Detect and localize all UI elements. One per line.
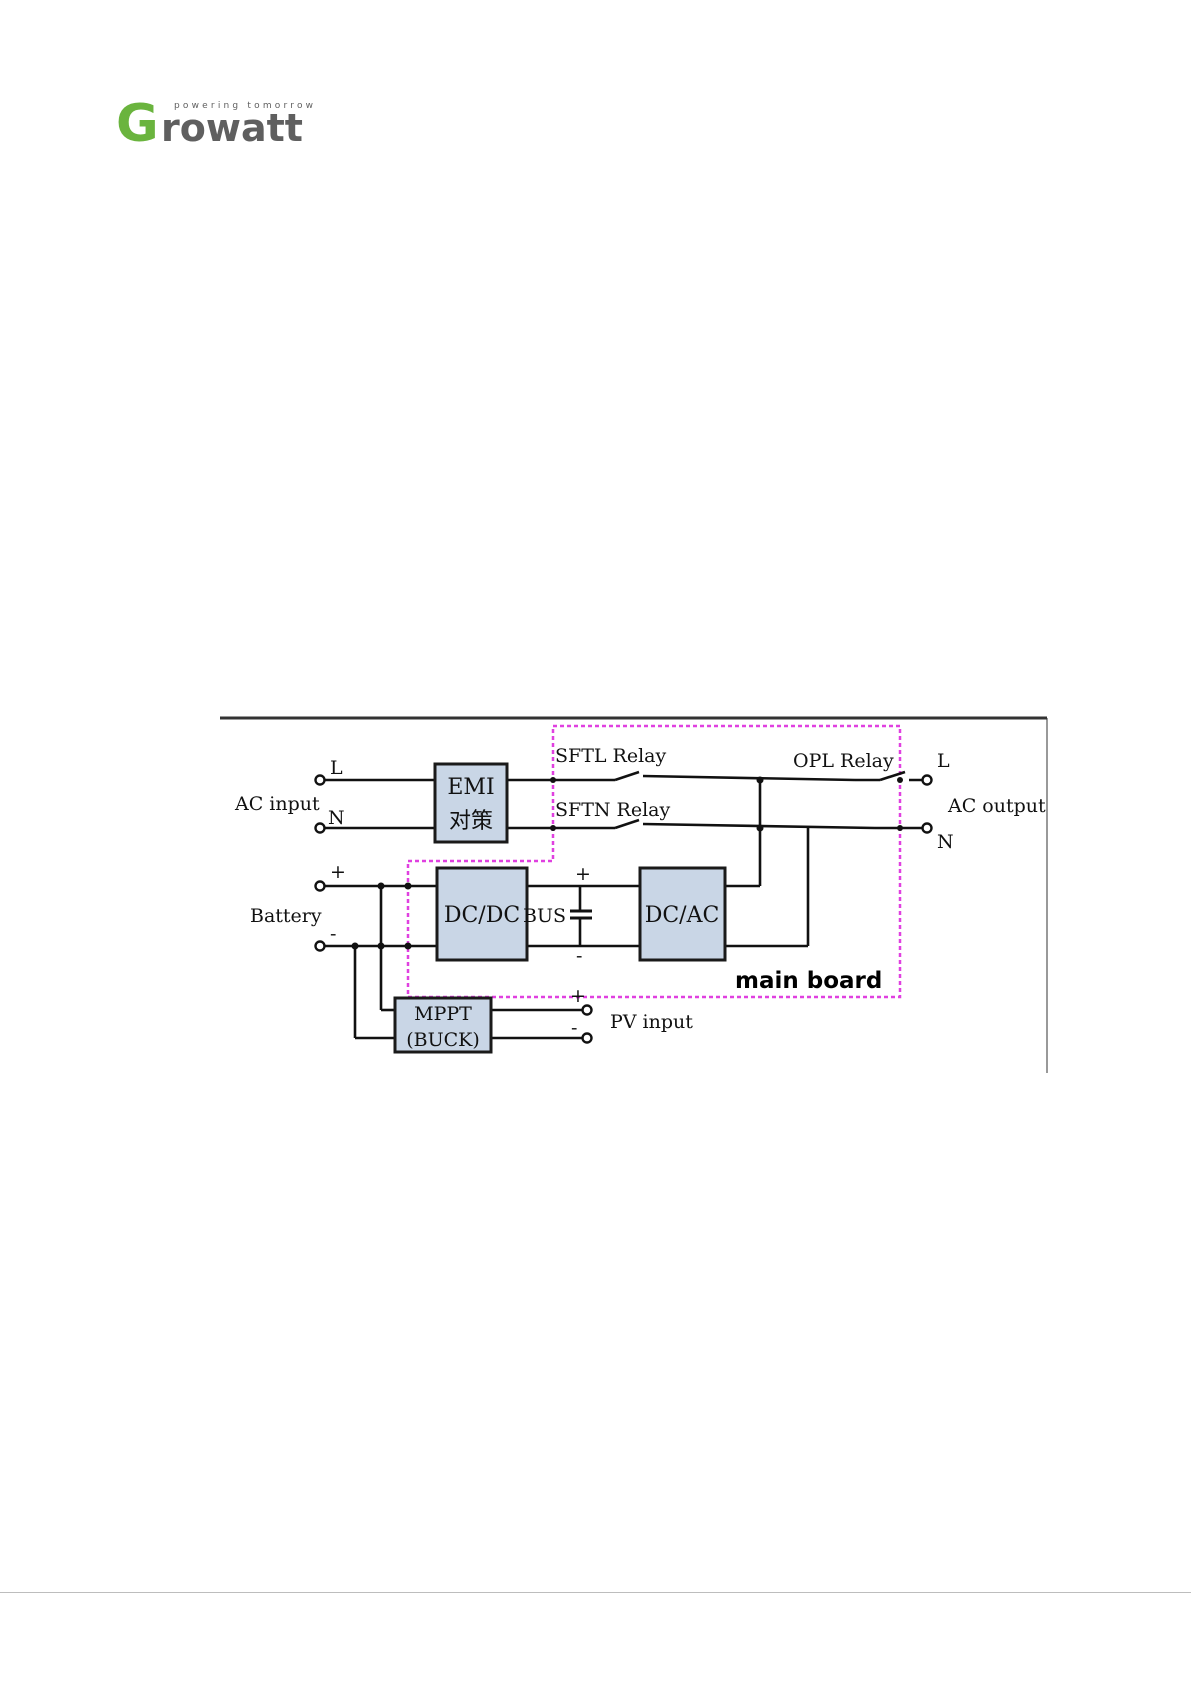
ac-output-l-label: L — [937, 750, 950, 772]
ac-input-n-terminal — [316, 824, 325, 833]
sftl-relay-label: SFTL Relay — [555, 745, 666, 767]
pv-plus-label: + — [570, 985, 586, 1007]
logo-wordmark: G — [116, 94, 159, 148]
pv-minus-label: - — [571, 1017, 577, 1039]
dcdc-label: DC/DC — [444, 903, 520, 928]
ac-input-l-terminal — [316, 776, 325, 785]
dcac-label: DC/AC — [645, 903, 720, 928]
pv-input-label: PV input — [610, 1011, 693, 1033]
bus-minus-label: - — [576, 945, 582, 967]
ac-input-l-label: L — [330, 757, 343, 779]
battery-plus-terminal — [316, 882, 325, 891]
battery-minus-label: - — [330, 923, 336, 945]
ac-input-n-label: N — [328, 807, 345, 829]
pv-minus-terminal — [583, 1034, 592, 1043]
bus-plus-label: + — [575, 863, 591, 885]
logo-wordmark-rest: rowatt — [161, 106, 303, 148]
growatt-logo: powering tomorrow G rowatt — [116, 88, 326, 148]
battery-minus-terminal — [316, 942, 325, 951]
battery-plus-label: + — [330, 861, 346, 883]
main-board-label: main board — [735, 968, 882, 994]
opl-relay-label: OPL Relay — [793, 750, 894, 772]
emi-label: EMI — [447, 775, 494, 800]
sftn-relay-label: SFTN Relay — [555, 799, 670, 821]
bus-label: BUS — [523, 905, 566, 927]
ac-output-label: AC output — [947, 795, 1046, 817]
block-diagram: AC input L N EMI 对策 SFTL Relay SFTN Rela… — [215, 708, 1050, 1073]
ac-input-label: AC input — [234, 793, 320, 815]
ac-output-n-label: N — [937, 831, 954, 853]
battery-label: Battery — [250, 905, 322, 927]
ac-output-n-terminal — [923, 824, 932, 833]
ac-output-l-terminal — [923, 776, 932, 785]
mppt-label-2: (BUCK) — [406, 1029, 480, 1051]
emi-label-2: 对策 — [449, 809, 493, 834]
mppt-label: MPPT — [414, 1003, 472, 1025]
footer-rule — [0, 1592, 1191, 1593]
